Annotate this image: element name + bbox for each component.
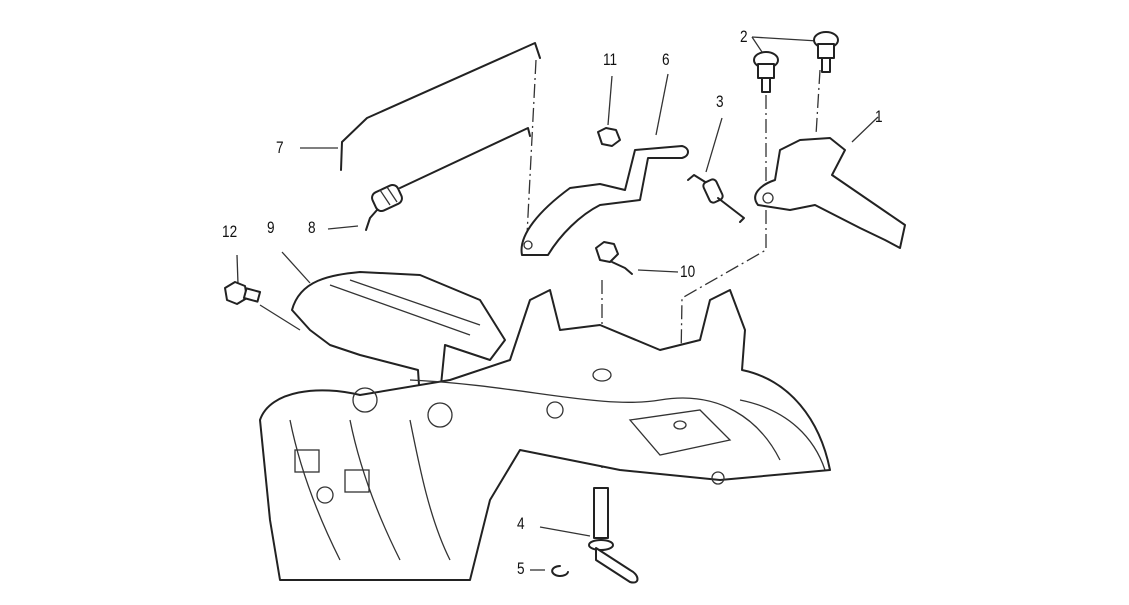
cover-part-9 xyxy=(291,271,506,401)
clip-part-5 xyxy=(551,565,569,577)
callout-9: 9 xyxy=(267,218,275,237)
pin-part-10 xyxy=(611,261,633,275)
callout-3: 3 xyxy=(716,92,724,111)
callout-8: 8 xyxy=(308,218,316,237)
callout-10: 10 xyxy=(680,262,696,281)
callout-4: 4 xyxy=(517,514,525,533)
leader-lines xyxy=(236,36,879,571)
nut-part-11 xyxy=(595,127,621,263)
callout-1: 1 xyxy=(875,107,883,126)
engine-body xyxy=(259,289,831,581)
lever-part-6 xyxy=(520,145,689,256)
callout-2: 2 xyxy=(740,27,748,46)
callout-11: 11 xyxy=(603,50,618,69)
rod-part-7 xyxy=(340,42,541,171)
bracket-part-1 xyxy=(754,137,906,249)
shaft-part-4 xyxy=(588,487,639,584)
callout-5: 5 xyxy=(517,559,525,578)
callout-7: 7 xyxy=(276,138,284,157)
bolt-part-12 xyxy=(224,281,262,305)
spring-part-3 xyxy=(687,174,745,223)
spring-part-8 xyxy=(365,127,531,231)
callout-12: 12 xyxy=(222,222,238,241)
bolt-part-2 xyxy=(753,31,839,93)
callout-6: 6 xyxy=(662,50,670,69)
